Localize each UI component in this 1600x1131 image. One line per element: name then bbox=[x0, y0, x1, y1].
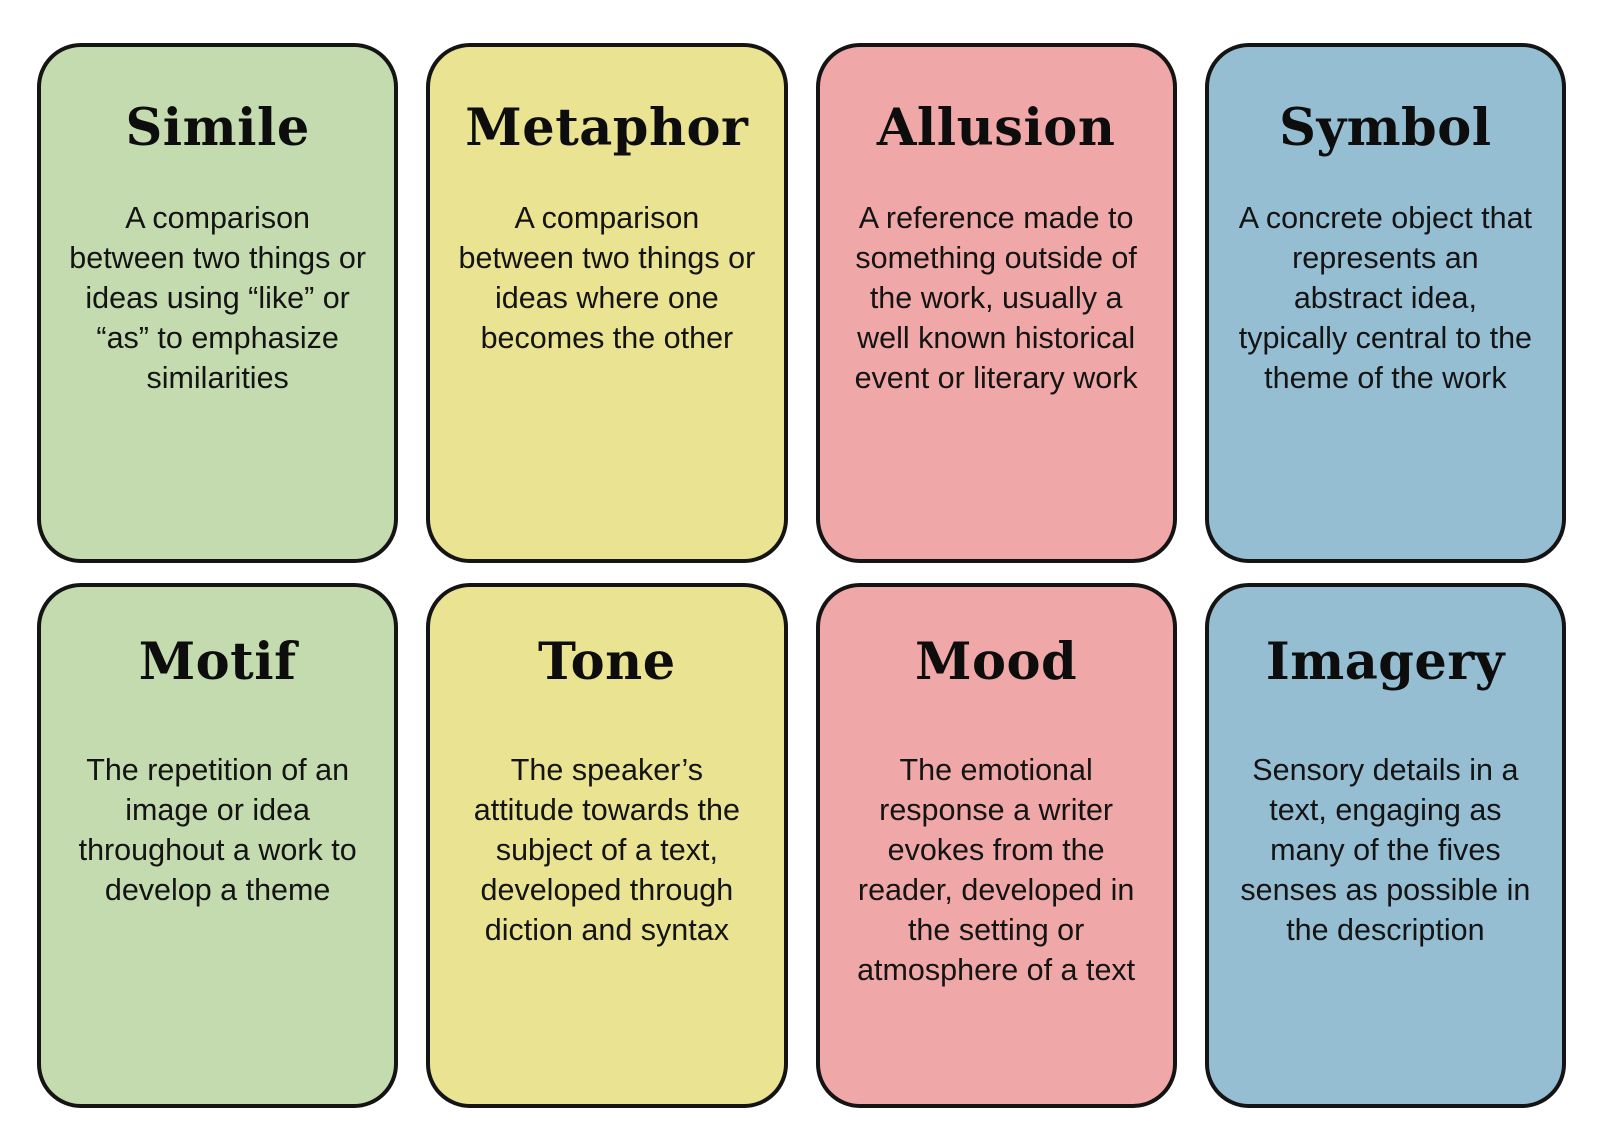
term-card-mood[interactable]: Mood The emotional response a writer evo… bbox=[815, 583, 1177, 1108]
term-card-simile[interactable]: Simile A comparison between two things o… bbox=[37, 43, 399, 563]
card-title: Simile bbox=[125, 98, 310, 158]
card-definition: A reference made to something outside of… bbox=[854, 201, 1138, 395]
card-title: Imagery bbox=[1265, 632, 1505, 692]
term-card-metaphor[interactable]: Metaphor A comparison between two things… bbox=[426, 43, 788, 563]
term-card-imagery[interactable]: Imagery Sensory details in a text, engag… bbox=[1204, 583, 1566, 1108]
term-card-allusion[interactable]: Allusion A reference made to something o… bbox=[815, 43, 1177, 563]
card-definition: A comparison between two things or ideas… bbox=[458, 201, 756, 355]
card-title: Mood bbox=[915, 632, 1078, 692]
term-card-tone[interactable]: Tone The speaker’s attitude towards the … bbox=[426, 583, 788, 1108]
card-definition: The repetition of an image or idea throu… bbox=[78, 753, 357, 907]
card-title: Motif bbox=[138, 632, 297, 692]
card-title: Metaphor bbox=[465, 98, 749, 158]
card-grid: Simile A comparison between two things o… bbox=[37, 43, 1566, 1108]
card-definition: A comparison between two things or ideas… bbox=[69, 201, 366, 395]
card-title: Allusion bbox=[876, 98, 1116, 158]
card-title: Tone bbox=[538, 632, 676, 692]
term-card-symbol[interactable]: Symbol A concrete object that represents… bbox=[1204, 43, 1566, 563]
card-definition: Sensory details in a text, engaging as m… bbox=[1240, 753, 1531, 947]
card-definition: A concrete object that represents an abs… bbox=[1238, 201, 1533, 395]
card-title: Symbol bbox=[1279, 98, 1492, 158]
card-definition: The emotional response a writer evokes f… bbox=[857, 753, 1136, 987]
card-definition: The speaker’s attitude towards the subje… bbox=[473, 753, 740, 947]
term-card-motif[interactable]: Motif The repetition of an image or idea… bbox=[37, 583, 399, 1108]
